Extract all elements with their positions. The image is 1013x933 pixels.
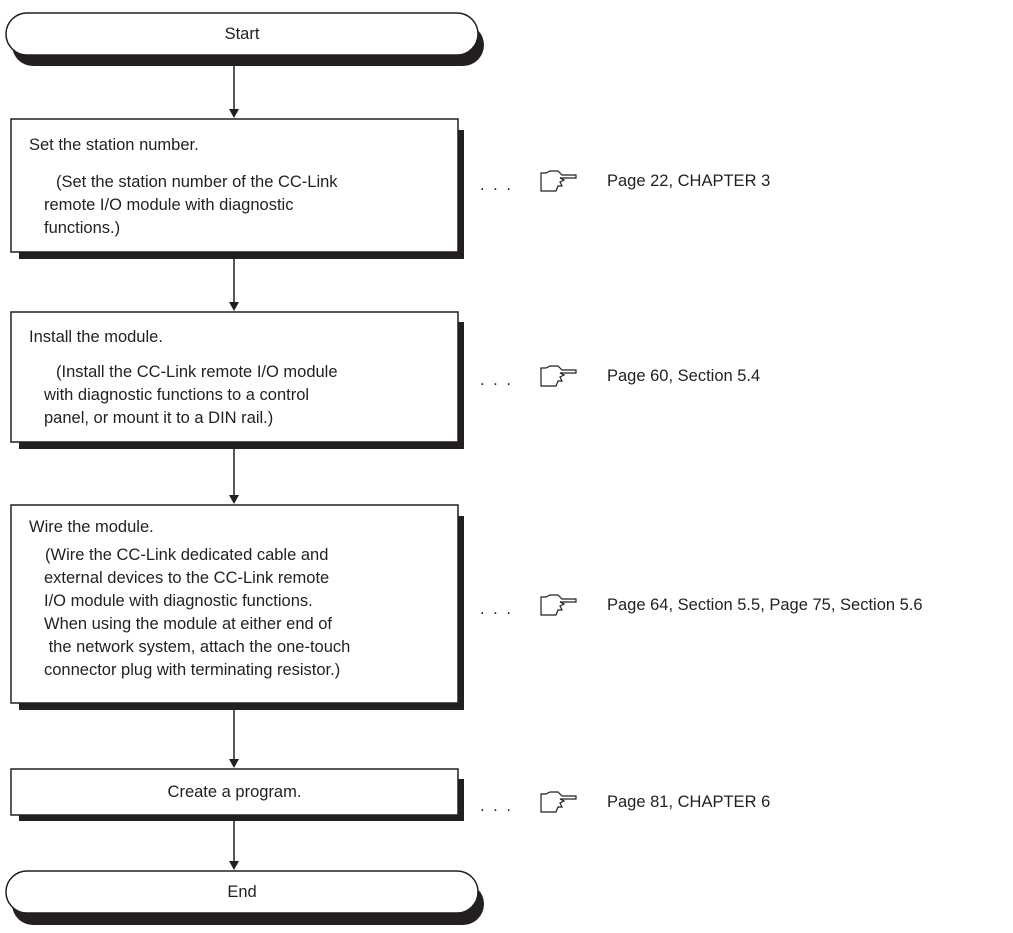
reference-leader-dots: . . . (480, 797, 513, 815)
pointing-hand-icon (540, 170, 577, 192)
reference-link-step-1[interactable]: Page 22, CHAPTER 3 (607, 172, 771, 190)
reference-leader-dots: . . . (480, 176, 513, 194)
step-1-detail-line: (Set the station number of the CC-Link (56, 173, 338, 191)
end-terminator (5, 870, 484, 925)
step-3-detail-line: external devices to the CC-Link remote (44, 569, 330, 587)
arrowhead (229, 302, 239, 311)
step-2-detail-line: with diagnostic functions to a control (44, 386, 310, 404)
reference-leader-dots: . . . (480, 371, 513, 389)
arrowhead (229, 495, 239, 504)
step-3-detail-line: I/O module with diagnostic functions. (44, 592, 313, 610)
start-label: Start (224, 25, 260, 43)
step-box-4 (10, 768, 464, 821)
step-4-title: Create a program. (167, 783, 302, 801)
start-terminator (5, 12, 484, 66)
step-box-3 (10, 504, 464, 710)
reference-leader-dots: . . . (480, 600, 513, 618)
step-2-detail-line: panel, or mount it to a DIN rail.) (44, 409, 274, 427)
step-box-2 (10, 311, 464, 449)
arrowhead (229, 759, 239, 768)
connectors (229, 56, 239, 870)
step-3-detail-line: the network system, attach the one-touch (44, 638, 351, 656)
step-box-1 (10, 118, 464, 259)
step-1-title: Set the station number. (29, 136, 199, 154)
step-3-detail-line: (Wire the CC-Link dedicated cable and (45, 546, 329, 564)
arrowhead (229, 861, 239, 870)
reference-link-step-3[interactable]: Page 64, Section 5.5, Page 75, Section 5… (607, 596, 923, 614)
step-1-detail-line: remote I/O module with diagnostic (44, 196, 294, 214)
pointing-hand-icon (540, 791, 577, 813)
reference-link-step-2[interactable]: Page 60, Section 5.4 (607, 367, 761, 385)
reference-link-step-4[interactable]: Page 81, CHAPTER 6 (607, 793, 771, 811)
step-2-title: Install the module. (29, 328, 163, 346)
pointing-hand-icon (540, 594, 577, 616)
step-3-title: Wire the module. (29, 518, 154, 536)
step-3-detail-line: connector plug with terminating resistor… (44, 661, 341, 679)
pointing-hand-icon (540, 365, 577, 387)
end-label: End (227, 883, 257, 901)
step-1-detail-line: functions.) (44, 219, 121, 237)
arrowhead (229, 109, 239, 118)
step-3-detail-line: When using the module at either end of (44, 615, 333, 633)
step-2-detail-line: (Install the CC-Link remote I/O module (56, 363, 338, 381)
